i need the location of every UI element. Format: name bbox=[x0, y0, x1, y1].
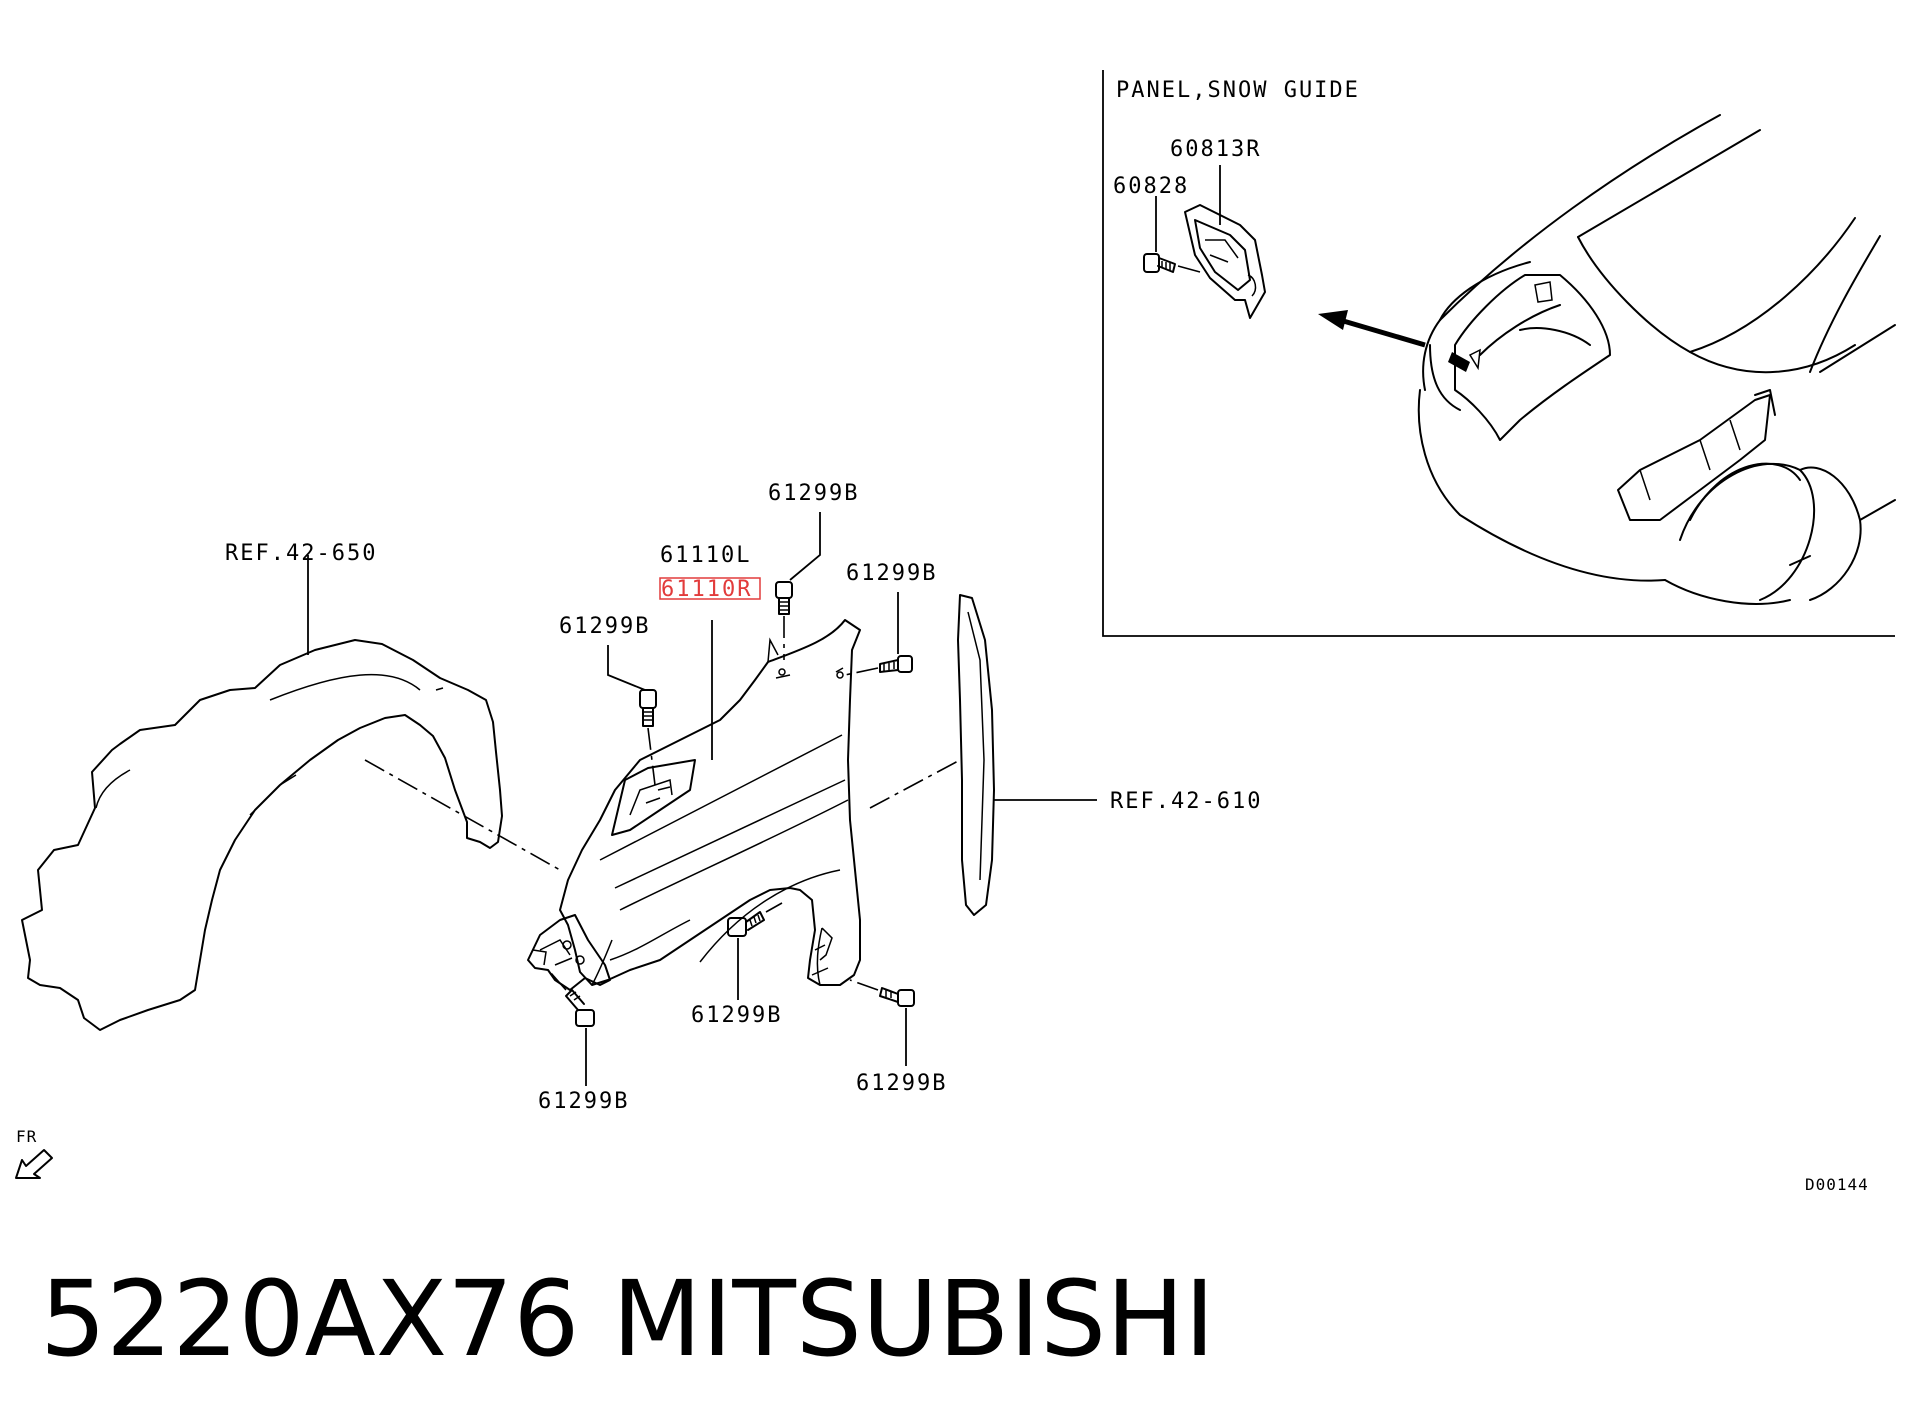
dashline-seal bbox=[869, 759, 961, 809]
leader-bolt-upper-left bbox=[607, 645, 646, 691]
label-bolt-upper-right: 61299B bbox=[846, 561, 937, 586]
screw-60828 bbox=[1143, 253, 1201, 273]
label-60813r: 60813R bbox=[1170, 137, 1261, 162]
front-fender bbox=[527, 619, 861, 991]
bolt-upper-right bbox=[844, 655, 913, 676]
label-ref-42-610: REF.42-610 bbox=[1110, 789, 1262, 814]
label-ref-42-650: REF.42-650 bbox=[225, 541, 377, 566]
bolt-bottom-middle bbox=[727, 902, 783, 937]
label-60828: 60828 bbox=[1113, 174, 1189, 199]
location-arrow bbox=[1318, 310, 1470, 372]
inset-title: PANEL,SNOW GUIDE bbox=[1116, 78, 1360, 103]
label-bolt-top: 61299B bbox=[768, 481, 859, 506]
bolt-upper-left bbox=[639, 689, 657, 786]
label-bolt-bottom-right: 61299B bbox=[856, 1071, 947, 1096]
bolt-bottom-left bbox=[549, 971, 595, 1027]
label-bolt-bottom-middle: 61299B bbox=[691, 1003, 782, 1028]
inset-frame bbox=[1102, 70, 1895, 637]
footer-part-number: 5220AX76 bbox=[40, 1258, 579, 1380]
fr-label: FR bbox=[16, 1127, 37, 1146]
footer-brand: MITSUBISHI bbox=[612, 1258, 1215, 1380]
label-fender-left: 61110L bbox=[660, 543, 751, 568]
label-bolt-bottom-left: 61299B bbox=[538, 1089, 629, 1114]
highlight-fender-right bbox=[659, 577, 761, 600]
inset-car-illustration bbox=[1417, 114, 1896, 605]
inset-panel: PANEL,SNOW GUIDE bbox=[1102, 70, 1896, 637]
bolt-bottom-right bbox=[849, 979, 915, 1007]
fender-liner bbox=[21, 639, 503, 1031]
label-fender-right: 61110R bbox=[661, 577, 752, 602]
diagram-code: D00144 bbox=[1805, 1175, 1869, 1194]
leader-bolt-top bbox=[789, 512, 821, 581]
fender-seal bbox=[957, 594, 995, 916]
dashline-liner bbox=[364, 759, 561, 871]
fr-arrow-icon bbox=[15, 1149, 53, 1179]
bolt-top bbox=[775, 581, 793, 660]
snow-guide-part bbox=[1184, 204, 1266, 319]
label-bolt-upper-left: 61299B bbox=[559, 614, 650, 639]
front-direction-indicator: FR bbox=[15, 1127, 53, 1179]
